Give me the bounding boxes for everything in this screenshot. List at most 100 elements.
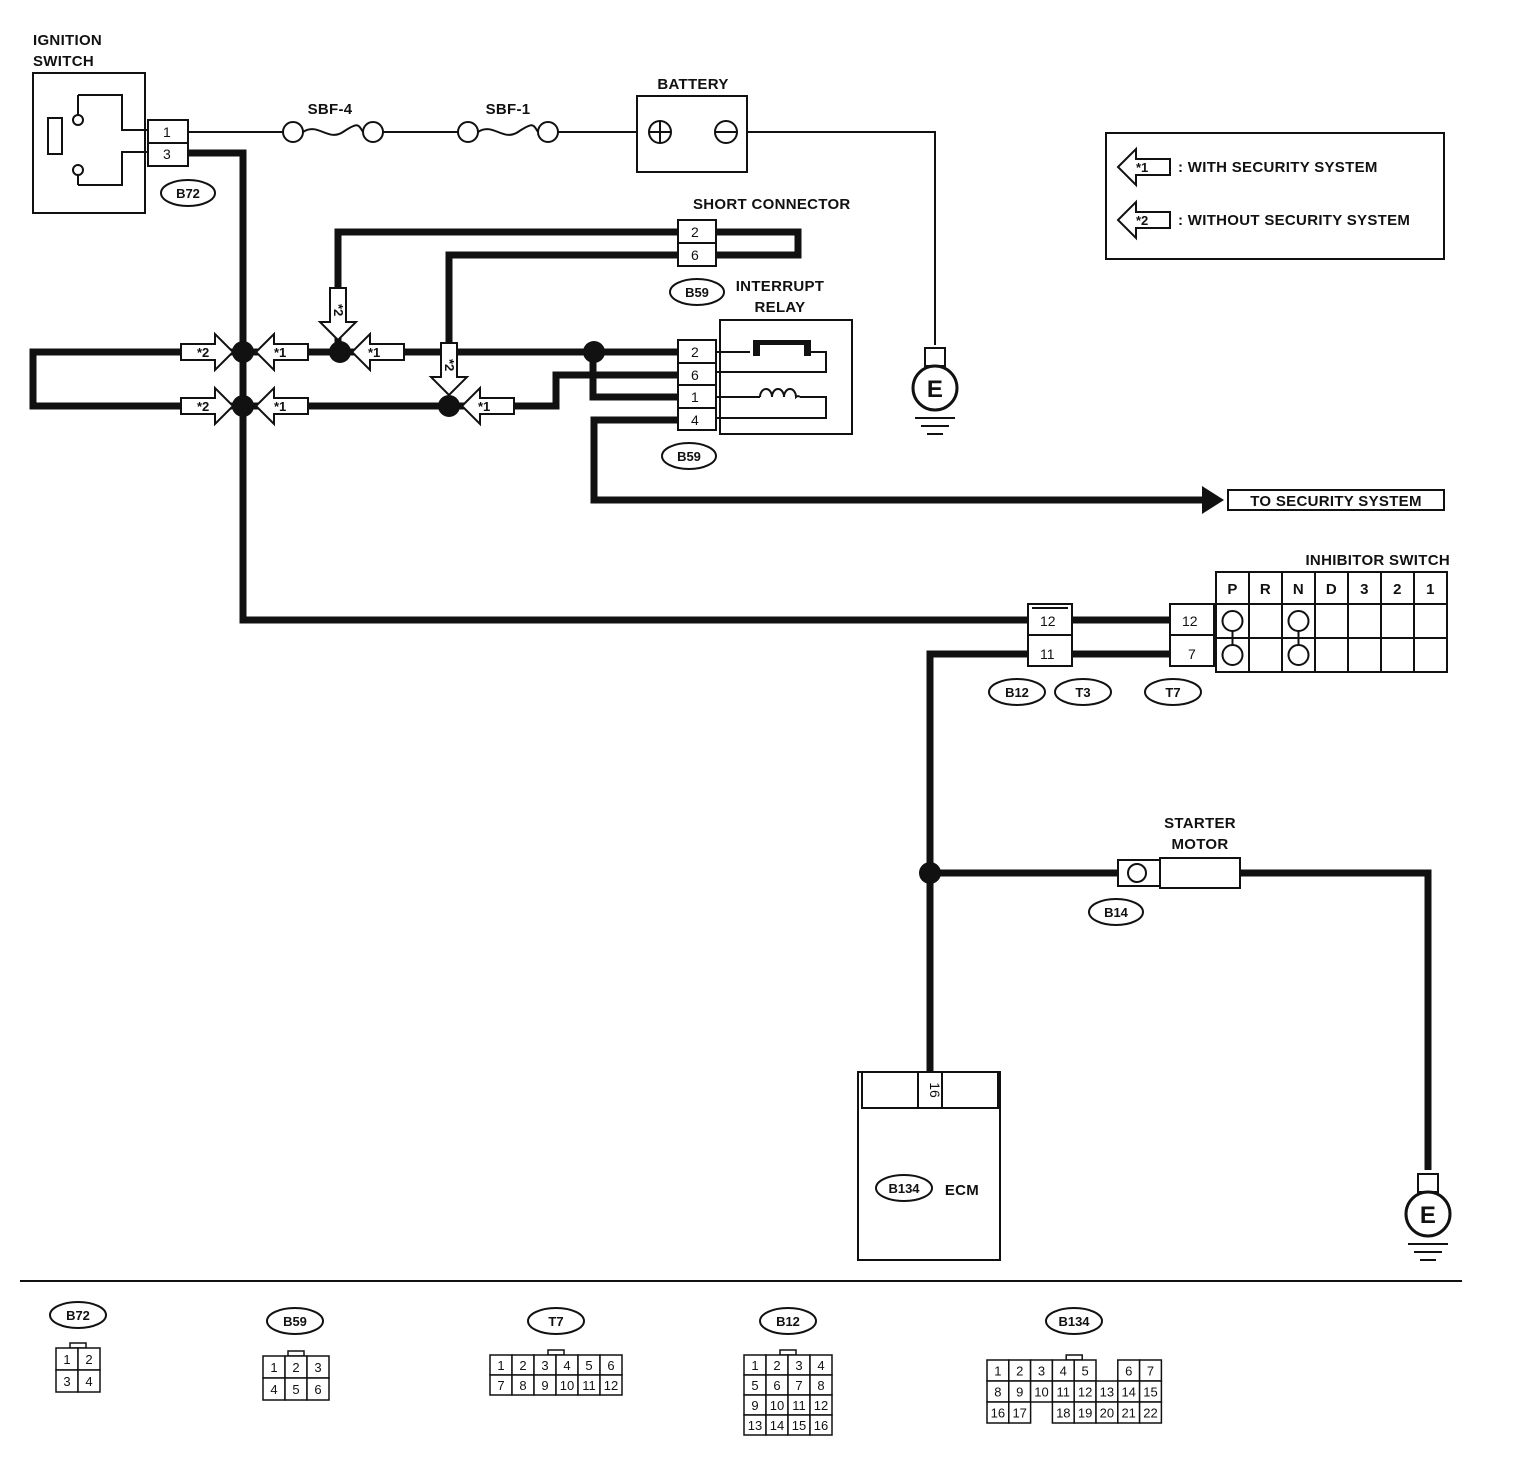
inhibitor-pin-12: 12 [1182, 613, 1198, 629]
connector-pin: 21 [1121, 1406, 1135, 1421]
relay-pin-6: 6 [691, 367, 699, 383]
connector-pin: 4 [1060, 1364, 1067, 1379]
connector-pin: 1 [497, 1358, 504, 1373]
inhibitor-contact [1287, 610, 1310, 632]
connector-pin: 7 [1147, 1364, 1154, 1379]
connector-pin: 14 [1121, 1385, 1135, 1400]
connector-pin: 6 [773, 1378, 780, 1393]
connector-pin: 1 [994, 1364, 1001, 1379]
connector-view-tag: B72 [66, 1308, 90, 1323]
arrow-mark-star1: *1 [274, 345, 286, 360]
connector-pin: 12 [814, 1398, 828, 1413]
connector-pin: 7 [795, 1378, 802, 1393]
legend-mark-2: *2 [1136, 213, 1148, 228]
connector-pin: 5 [1081, 1364, 1088, 1379]
relay-pin-4: 4 [691, 412, 699, 428]
connector-pin: 1 [270, 1360, 277, 1375]
connector-pin: 3 [795, 1358, 802, 1373]
relay-label-2: RELAY [755, 299, 806, 316]
arrow-mark-star2: *2 [197, 345, 209, 360]
short-connector-label: SHORT CONNECTOR [693, 196, 851, 213]
relay-pin-2: 2 [691, 344, 699, 360]
junction-dots [232, 341, 941, 884]
security-system-label: TO SECURITY SYSTEM [1250, 493, 1422, 510]
connector-pin: 9 [1016, 1385, 1023, 1400]
starter-motor: STARTER MOTOR B14 [1088, 815, 1241, 926]
connector-pin: 10 [560, 1378, 574, 1393]
connector-pin: 8 [817, 1378, 824, 1393]
fuse-sbf1-label: SBF-1 [486, 101, 531, 118]
inhibitor-pin-7: 7 [1188, 646, 1196, 662]
connector-pin: 15 [1143, 1385, 1157, 1400]
connector-pin: 5 [585, 1358, 592, 1373]
connector-pin: 9 [751, 1398, 758, 1413]
arrow-mark-star2: *2 [197, 399, 209, 414]
inhibitor-position-P: P [1227, 581, 1237, 598]
ecm: 16 B134 ECM [857, 1071, 1001, 1261]
arrow-mark-star2: *2 [331, 304, 346, 316]
connector-pin: 11 [1057, 1385, 1071, 1400]
connector-view-tag: B12 [776, 1314, 800, 1329]
connector-pin: 13 [748, 1418, 762, 1433]
connector-tag-b59-short: B59 [685, 285, 709, 300]
short-pin-2: 2 [691, 224, 699, 240]
ground-label: E [927, 376, 943, 403]
inhibitor-position-D: D [1326, 581, 1337, 598]
ecm-pin-16: 16 [927, 1082, 943, 1098]
fuses: SBF-4 SBF-1 [282, 101, 559, 143]
starter-motor-label-1: STARTER [1164, 815, 1236, 832]
connector-view-tag: B134 [1058, 1314, 1090, 1329]
connector-pin: 8 [519, 1378, 526, 1393]
inhibitor-position-R: R [1260, 581, 1271, 598]
connector-pin: 15 [792, 1418, 806, 1433]
connector-tag-b72: B72 [176, 186, 200, 201]
short-pin-6: 6 [691, 247, 699, 263]
arrow-mark-star1: *1 [478, 399, 490, 414]
connector-pin: 3 [63, 1374, 70, 1389]
legend-text-1: : WITH SECURITY SYSTEM [1178, 159, 1378, 176]
arrow-mark-star2: *2 [442, 359, 457, 371]
interrupt-relay: INTERRUPT RELAY 2 6 1 4 B59 [661, 278, 853, 470]
connector-tag-b134: B134 [888, 1181, 920, 1196]
battery-label: BATTERY [657, 76, 728, 93]
connector-tag-b12: B12 [1005, 685, 1029, 700]
connector-pin: 13 [1100, 1385, 1114, 1400]
fuse-sbf4-label: SBF-4 [308, 101, 353, 118]
arrow-mark-star1: *1 [274, 399, 286, 414]
connector-pin: 3 [1038, 1364, 1045, 1379]
legend-text-2: : WITHOUT SECURITY SYSTEM [1178, 212, 1410, 229]
connector-pin: 11 [792, 1398, 806, 1413]
arrow-mark-star1: *1 [368, 345, 380, 360]
inhibitor-contact [1287, 644, 1310, 666]
option-arrows: *2 *1 *1 *2 *1 *1 *2 *2 [180, 287, 515, 425]
connector-pin: 10 [1034, 1385, 1048, 1400]
connector-view-tag: B59 [283, 1314, 307, 1329]
connector-pin: 4 [563, 1358, 570, 1373]
connector-pin: 6 [314, 1382, 321, 1397]
connector-pin: 5 [292, 1382, 299, 1397]
ground-battery: E [911, 346, 959, 436]
connector-pin: 2 [85, 1352, 92, 1367]
connector-pin: 16 [991, 1406, 1005, 1421]
connector-view-tag: T7 [548, 1314, 563, 1329]
ecm-label: ECM [945, 1182, 979, 1199]
inhibitor-position-2: 2 [1393, 581, 1402, 598]
connector-pin: 3 [314, 1360, 321, 1375]
connector-pin: 19 [1078, 1406, 1092, 1421]
connector-pin: 2 [519, 1358, 526, 1373]
connector-pin: 6 [607, 1358, 614, 1373]
connector-pin: 14 [770, 1418, 784, 1433]
connector-pin: 5 [751, 1378, 758, 1393]
security-system-output: TO SECURITY SYSTEM [1227, 489, 1445, 511]
ignition-switch-label-1: IGNITION [33, 32, 102, 49]
connector-pin: 1 [63, 1352, 70, 1367]
connector-tag-t7: T7 [1165, 685, 1180, 700]
wires [29, 131, 1432, 1170]
legend: *1 : WITH SECURITY SYSTEM *2 : WITHOUT S… [1105, 132, 1445, 260]
